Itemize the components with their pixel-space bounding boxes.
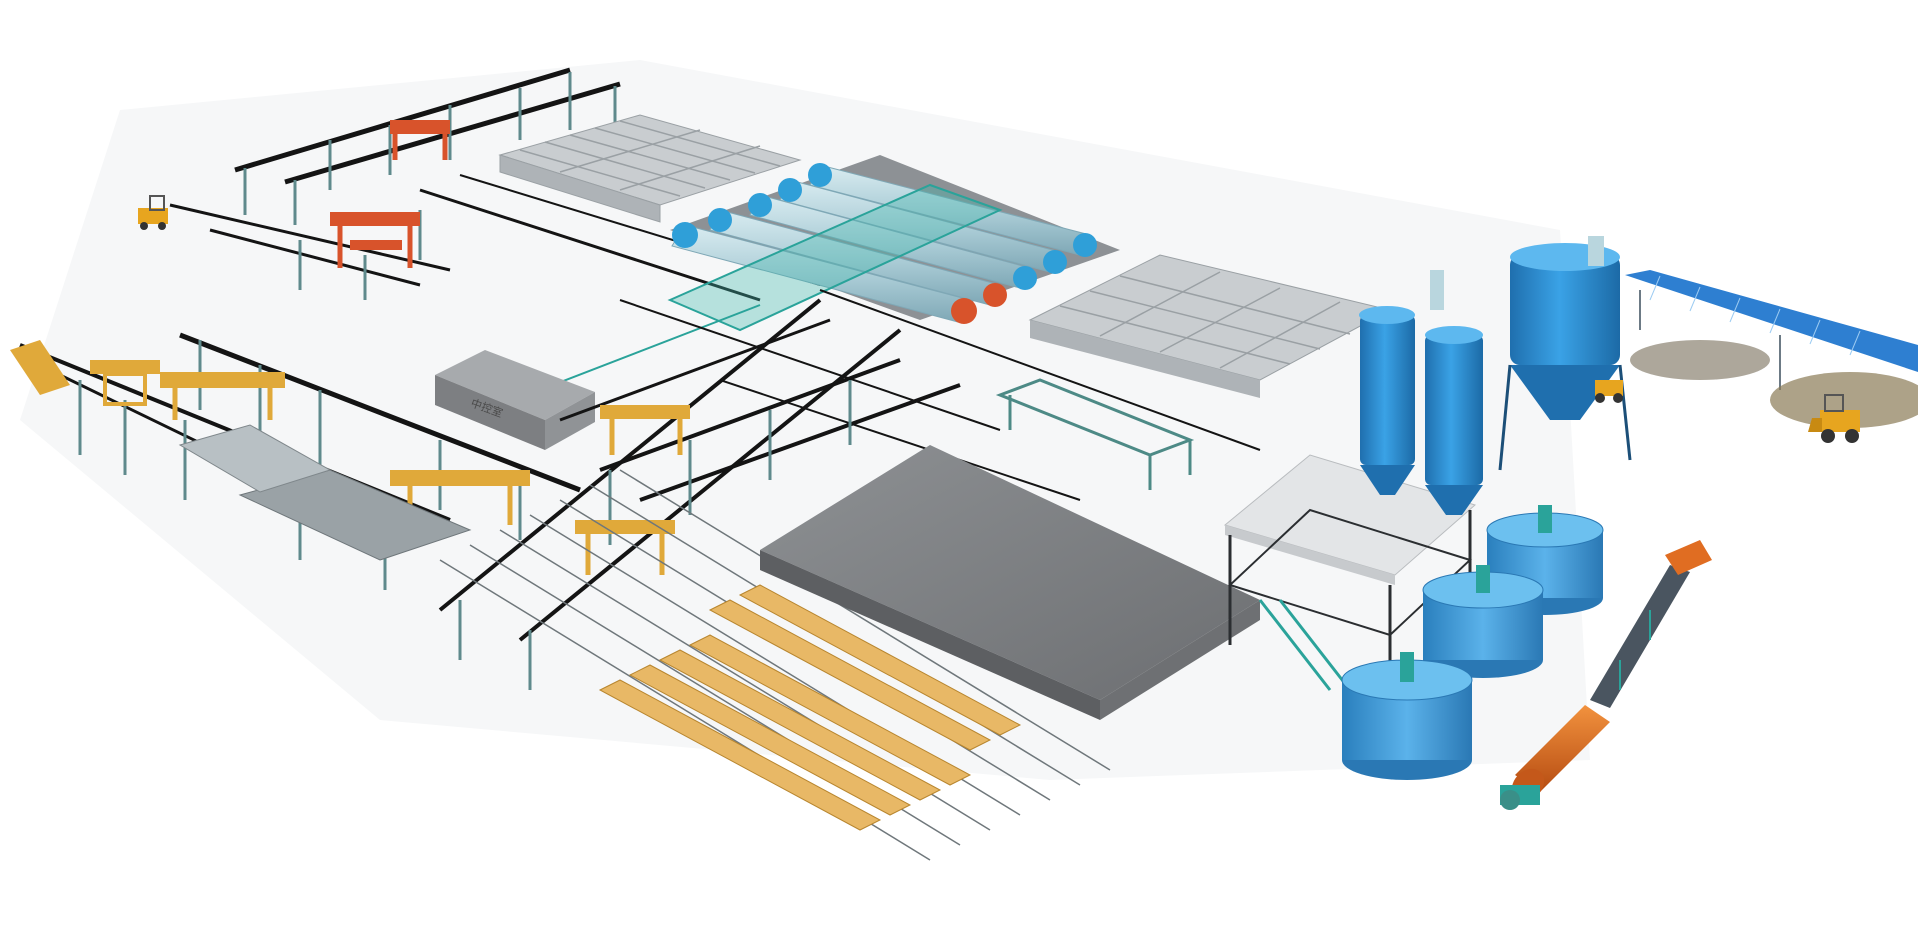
curing-rack-area [439, 469, 1111, 861]
cutting-machine [995, 378, 1195, 490]
control-room-building: 中控室 [435, 350, 595, 450]
overhead-crane-icon [390, 470, 530, 525]
autoclave-icon [708, 208, 1007, 307]
overhead-crane-icon [330, 212, 420, 268]
cutting-line-left [10, 332, 581, 590]
block-stacks-right [1028, 254, 1392, 398]
silo-icon [1425, 326, 1483, 515]
silo-icon [1498, 236, 1632, 471]
overhead-crane-icon [90, 360, 160, 406]
autoclave-bank [539, 155, 1120, 391]
sand-pile [1770, 372, 1918, 428]
center-rail-grid [438, 289, 1261, 690]
curing-chamber-building [760, 445, 1260, 720]
slurry-tank-icon [1341, 652, 1473, 780]
forklift-icon [138, 195, 168, 230]
ball-mill-icon [1500, 705, 1610, 810]
silo-icon [1359, 270, 1444, 495]
overhead-crane-icon [160, 372, 285, 420]
slurry-tank-icon [1422, 565, 1544, 678]
autoclave-icon [778, 178, 1067, 274]
overhead-crane-icon [390, 120, 450, 160]
block-stacks-back [498, 114, 802, 223]
silo-group [1359, 236, 1632, 515]
slurry-tank-group [1341, 505, 1604, 780]
crane-rail-system-top [138, 67, 821, 302]
overhead-crane-icon [600, 405, 690, 455]
overhead-crane-icon [575, 520, 675, 575]
sand-pile [1630, 340, 1770, 380]
conveyor-icon [1590, 540, 1712, 708]
autoclave-icon [748, 193, 1037, 290]
raw-material-shed [1625, 270, 1918, 428]
autoclave-icon [671, 222, 977, 324]
autoclave-icon [808, 163, 1097, 257]
wheel-loader-icon [1595, 380, 1623, 403]
wheel-loader-icon [1808, 394, 1860, 443]
